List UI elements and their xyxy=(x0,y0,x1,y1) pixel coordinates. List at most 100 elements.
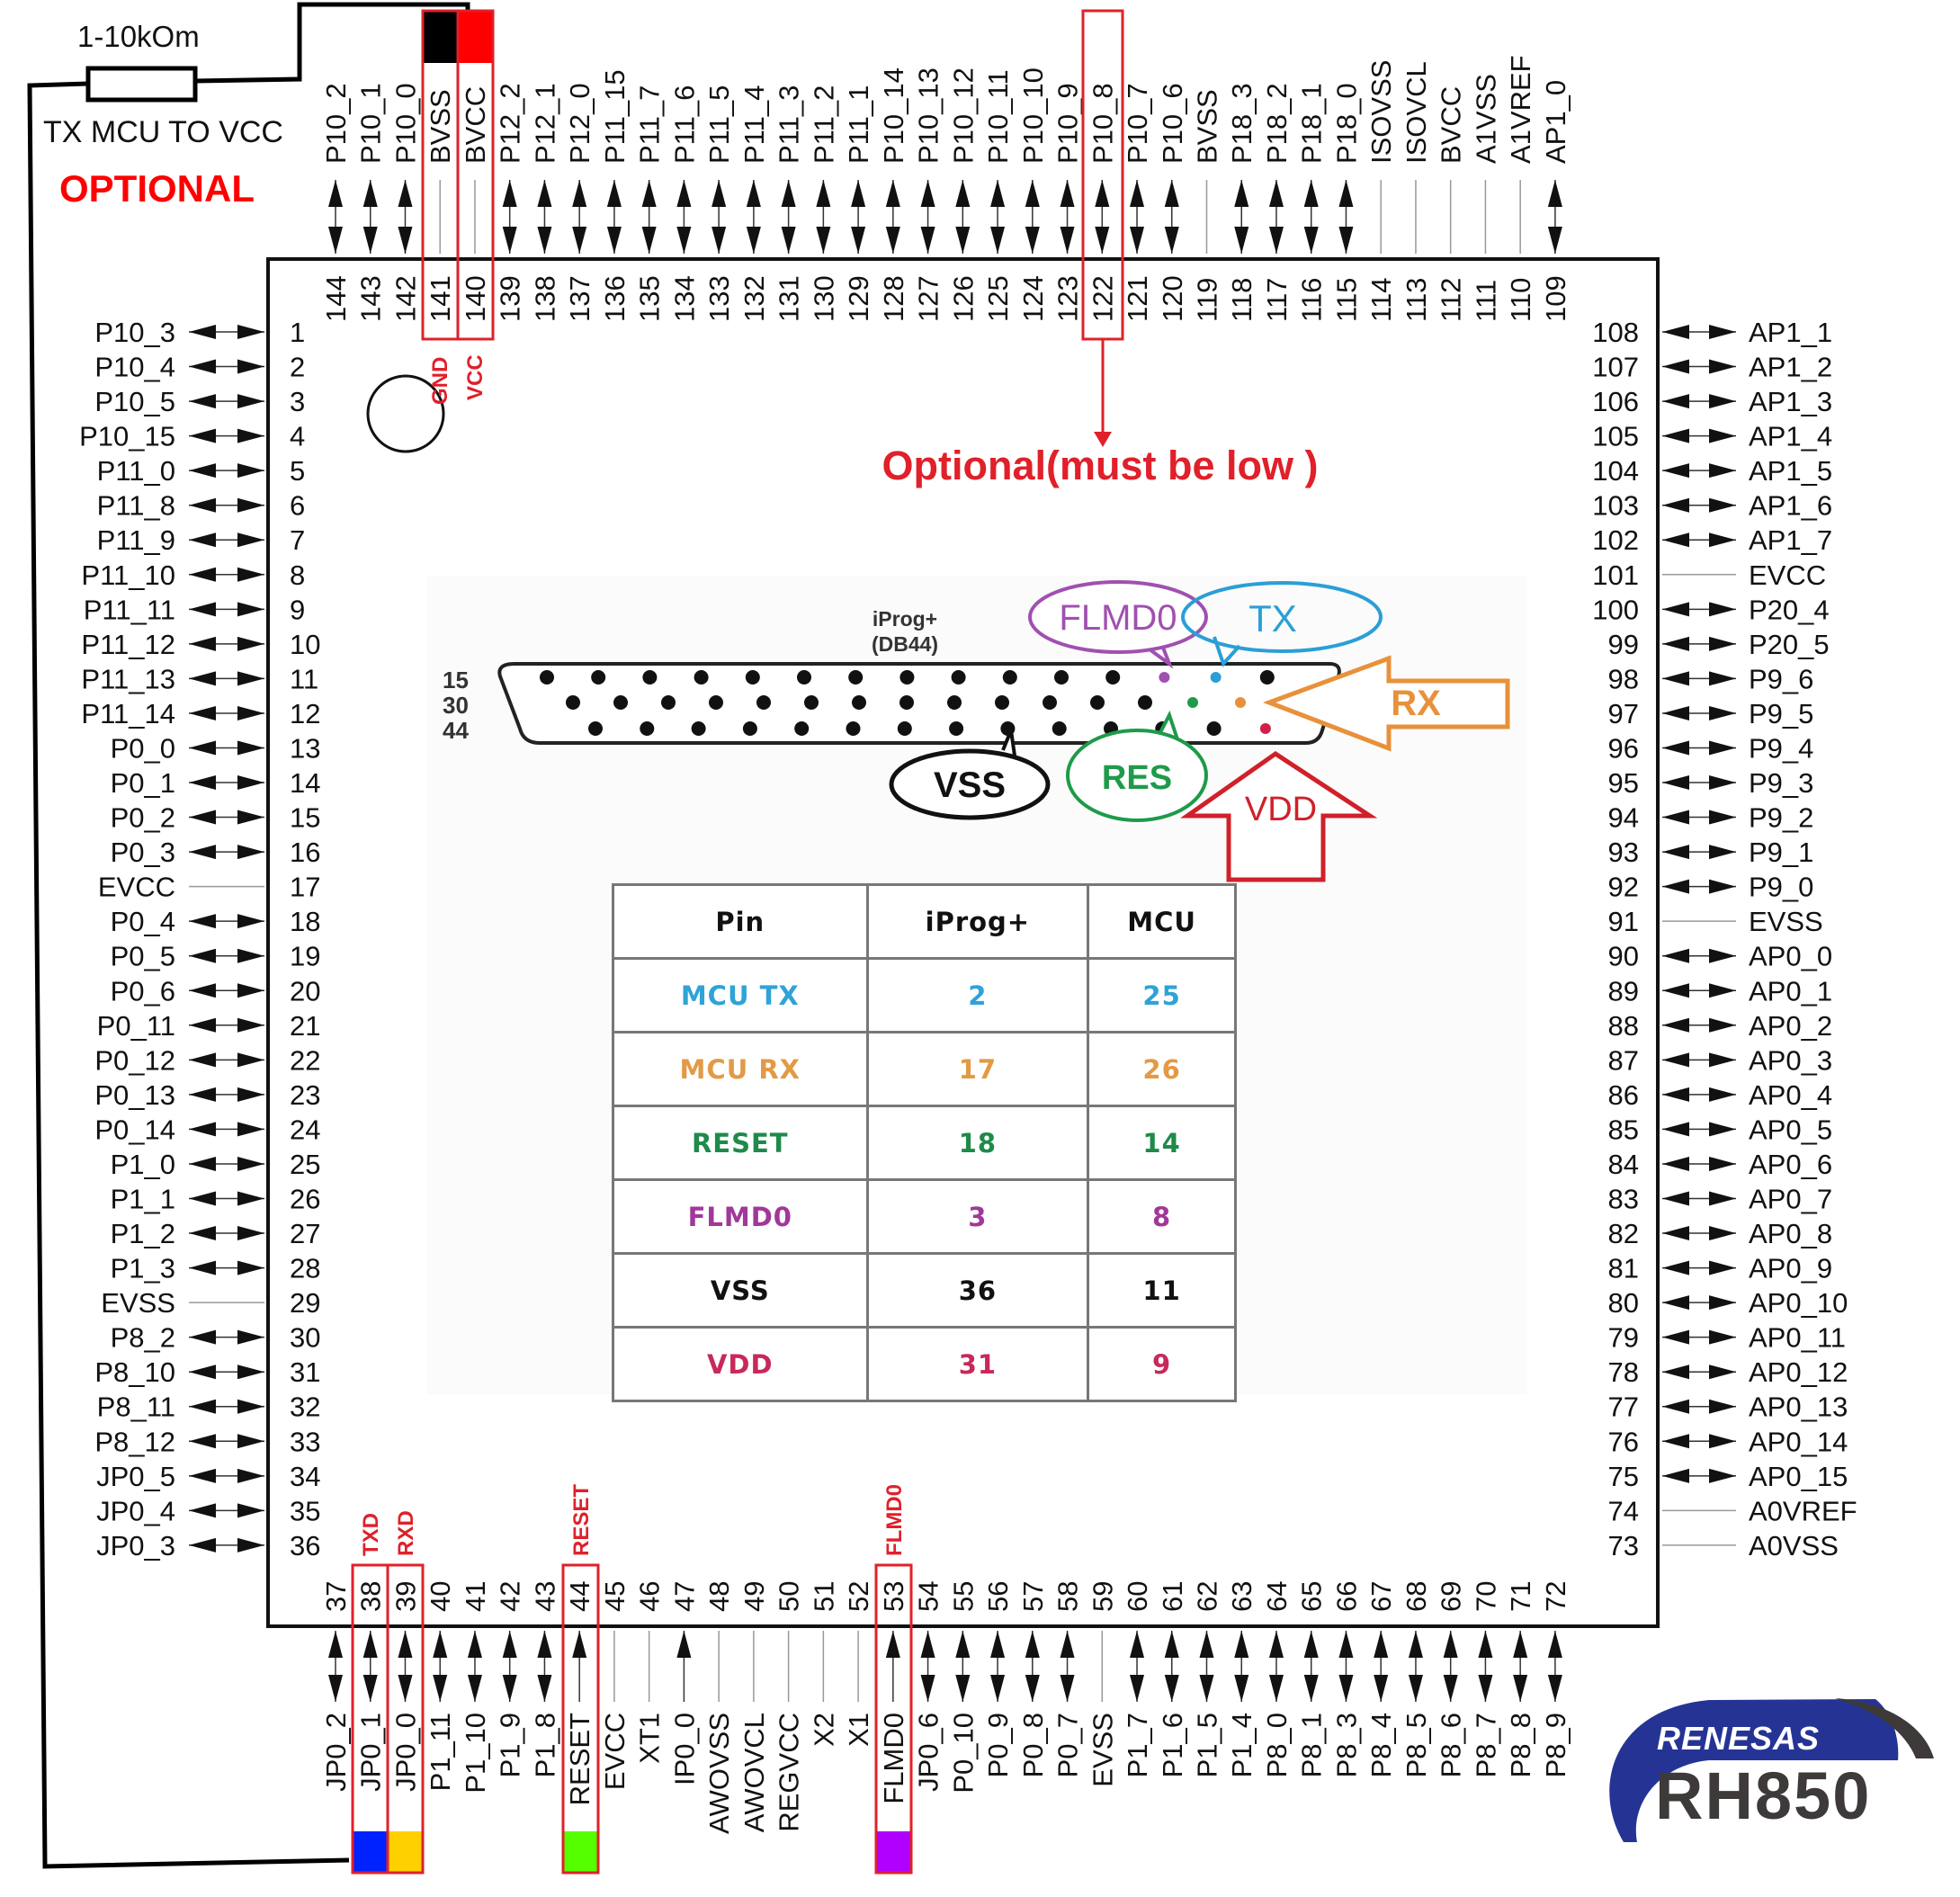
pin-number: 54 xyxy=(913,1581,944,1612)
arrow-in-icon xyxy=(1662,394,1689,409)
arrow-in-icon xyxy=(237,845,264,860)
pin-label: P8_12 xyxy=(94,1426,175,1457)
arrow-out-icon xyxy=(1709,1295,1736,1311)
pin-number: 115 xyxy=(1330,278,1362,322)
arrow-out-icon xyxy=(1709,1017,1736,1033)
mcu-pin-cell: 25 xyxy=(1087,957,1237,1034)
arrow-out-icon xyxy=(1709,740,1736,756)
resistor-value-label: 1-10kOm xyxy=(77,20,200,53)
pin-label: P0_9 xyxy=(982,1713,1014,1777)
connector-pin-dot xyxy=(804,695,819,710)
pin-number: 60 xyxy=(1122,1581,1153,1612)
mcu-pin-cell: 9 xyxy=(1087,1326,1237,1402)
pin-number: 98 xyxy=(1608,663,1639,694)
pin-number: 68 xyxy=(1401,1581,1432,1612)
pin-label: P9_1 xyxy=(1749,837,1813,868)
connector-row-label-15: 15 xyxy=(443,667,469,693)
pin-number: 57 xyxy=(1017,1581,1049,1612)
vdd-callout-text: VDD xyxy=(1245,791,1317,828)
pin-number: 89 xyxy=(1608,975,1639,1007)
pin-number: 85 xyxy=(1608,1114,1639,1145)
pin-label: P18_0 xyxy=(1330,83,1362,164)
pin-number: 52 xyxy=(843,1581,874,1612)
pin-label: P11_6 xyxy=(668,85,700,164)
arrow-out-icon xyxy=(1709,325,1736,339)
arrow-in-icon xyxy=(237,1468,264,1483)
pin-number: 25 xyxy=(290,1149,320,1180)
pin-number: 71 xyxy=(1505,1581,1536,1612)
arrow-out-icon xyxy=(189,1017,216,1033)
pin-label: P0_8 xyxy=(1017,1713,1049,1777)
pin-label: P1_4 xyxy=(1226,1713,1257,1777)
arrow-out-icon xyxy=(641,180,657,207)
connector-pin-dot xyxy=(846,721,861,736)
reset-color-block xyxy=(563,1831,598,1873)
tx-callout-text: TX xyxy=(1248,597,1297,640)
arrow-in-icon xyxy=(1662,1226,1689,1241)
arrow-out-icon xyxy=(189,567,216,582)
arrow-in-icon xyxy=(502,227,517,254)
pin-label: AP0_9 xyxy=(1749,1253,1832,1284)
arrow-in-icon xyxy=(1025,227,1040,254)
pin-label: JP0_5 xyxy=(96,1461,175,1492)
arrow-in-icon xyxy=(676,227,692,254)
arrow-out-icon xyxy=(955,180,971,207)
arrow-in-icon xyxy=(606,227,622,254)
arrow-out-icon xyxy=(362,1675,378,1702)
pin-number: 47 xyxy=(668,1581,700,1612)
arrow-in-icon xyxy=(398,1631,413,1658)
arrow-in-icon xyxy=(237,602,264,617)
arrow-in-icon xyxy=(1662,1191,1689,1206)
arrow-in-icon xyxy=(1662,671,1689,686)
pin-number: 19 xyxy=(290,941,320,972)
pin-number: 59 xyxy=(1087,1581,1118,1612)
pin-label: P0_12 xyxy=(94,1044,175,1076)
pin-label: P18_2 xyxy=(1261,83,1293,164)
pin-label: AWOVCL xyxy=(738,1713,770,1832)
pin-number: 138 xyxy=(529,275,560,322)
pin-label: ISOVCL xyxy=(1401,61,1432,164)
pin-number: 124 xyxy=(1017,275,1049,322)
pin-label: AWOVSS xyxy=(703,1713,735,1834)
connector-pin-dot xyxy=(1210,672,1222,683)
arrow-in-icon xyxy=(885,227,900,254)
pin-label: AP1_0 xyxy=(1540,80,1571,164)
arrow-in-icon xyxy=(955,227,971,254)
pin-number: 56 xyxy=(982,1581,1014,1612)
arrow-out-icon xyxy=(1060,1675,1075,1702)
arrow-in-icon xyxy=(851,227,866,254)
pin-label: P10_15 xyxy=(79,421,175,452)
connector-pin-dot xyxy=(540,670,554,685)
arrow-out-icon xyxy=(328,180,343,207)
tx-to-vcc-note: TX MCU TO VCC xyxy=(43,115,283,149)
pin-number: 53 xyxy=(878,1581,909,1612)
arrow-in-icon xyxy=(1547,227,1562,254)
connector-pin-dot xyxy=(742,721,757,736)
connector-pin-dot xyxy=(1105,670,1121,685)
connector-pin-dot xyxy=(897,721,912,736)
connector-pin-dot xyxy=(951,670,966,685)
arrow-out-icon xyxy=(189,1503,216,1518)
pin-number: 43 xyxy=(529,1581,560,1612)
pin-number: 49 xyxy=(738,1581,770,1612)
pin-label: P10_11 xyxy=(982,69,1014,164)
pin-number: 39 xyxy=(389,1581,421,1612)
arrow-out-icon xyxy=(189,1329,216,1345)
pin-label: P0_7 xyxy=(1052,1713,1084,1777)
pin-label: P0_3 xyxy=(111,837,175,868)
connector-pin-dot xyxy=(1090,695,1105,710)
pin-number: 109 xyxy=(1540,275,1571,322)
arrow-in-icon xyxy=(237,1226,264,1241)
arrow-in-icon xyxy=(237,428,264,443)
arrow-in-icon xyxy=(1025,1631,1040,1658)
pin-number: 84 xyxy=(1608,1149,1639,1180)
pin-number: 74 xyxy=(1608,1495,1639,1526)
pin-number: 139 xyxy=(495,275,526,322)
pin-label: BVCC xyxy=(460,86,491,164)
arrow-in-icon xyxy=(237,636,264,651)
iprog-pin-cell: 36 xyxy=(865,1252,1090,1329)
arrow-in-icon xyxy=(398,227,413,254)
pin-label: P1_9 xyxy=(495,1713,526,1777)
